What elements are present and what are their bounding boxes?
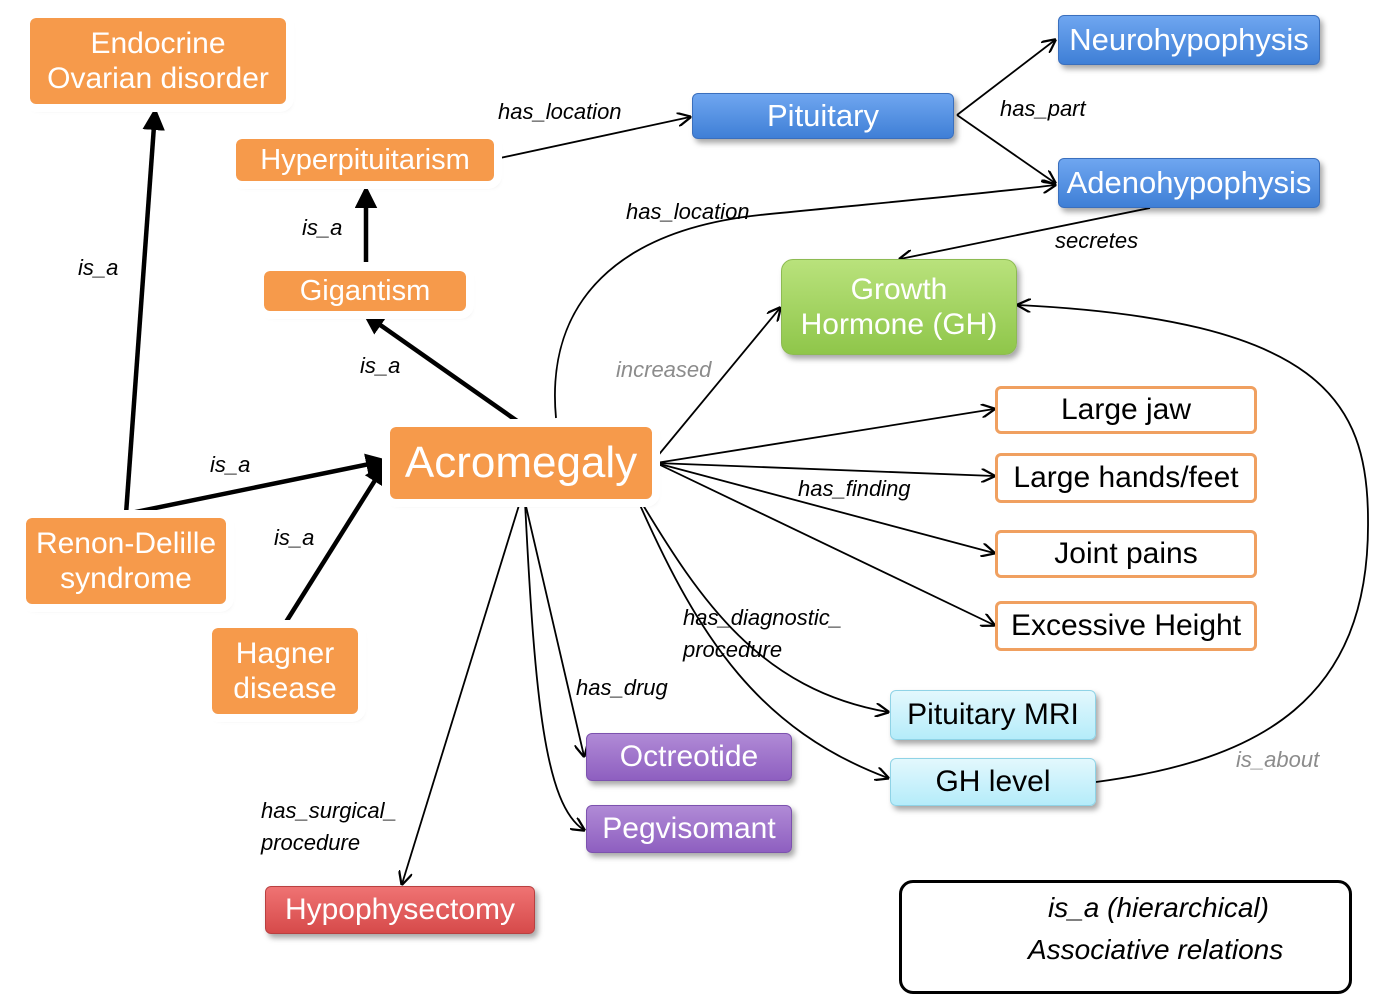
node-gh-level: GH level <box>890 758 1096 806</box>
label-has-drug: has_drug <box>576 675 668 700</box>
edge-acromegaly-surgery-hypophysectomy <box>402 501 521 884</box>
node-large-jaw: Large jaw <box>995 386 1257 434</box>
label-is-about: is_about <box>1236 747 1320 772</box>
node-octreotide: Octreotide <box>586 733 792 781</box>
edge-adenohypophysis-secretes-gh <box>900 207 1151 259</box>
node-growth-hormone: Growth Hormone (GH) <box>781 259 1017 355</box>
node-renon-delille-syndrome: Renon-Delille syndrome <box>18 510 234 612</box>
edge-hagner-isa-acromegaly <box>284 462 387 624</box>
label-is-a-hyperpituitarism: is_a <box>302 215 343 240</box>
node-large-hands-feet: Large hands/feet <box>995 453 1257 503</box>
label-has-surgical-procedure: has_surgical_ procedure <box>261 798 397 855</box>
label-has-location-adenohypophysis: has_location <box>626 199 750 224</box>
edge-renon-isa-acromegaly <box>125 453 389 517</box>
edge-pituitary-part-neurohypophysis <box>956 40 1055 116</box>
edge-acromegaly-isa-gigantism <box>362 312 522 425</box>
node-hypophysectomy: Hypophysectomy <box>265 886 535 934</box>
legend-box <box>899 880 1352 994</box>
edge-renon-isa-endocrine <box>123 107 165 515</box>
label-has-part: has_part <box>1000 96 1086 121</box>
node-excessive-height: Excessive Height <box>995 601 1257 651</box>
edge-acromegaly-location-adenohypophysis <box>554 185 1055 419</box>
label-secretes: secretes <box>1055 228 1139 253</box>
edge-acromegaly-increased-gh <box>655 308 780 459</box>
label-is-a-renon-endocrine: is_a <box>78 255 119 280</box>
edge-hyperpituitarism-location-pituitary <box>499 117 690 159</box>
node-hagner-disease: Hagner disease <box>204 620 366 722</box>
label-increased: increased <box>616 357 712 382</box>
label-has-location-pituitary: has_location <box>498 99 622 124</box>
edge-acromegaly-diagnostic-gh-level <box>639 504 888 778</box>
edge-acromegaly-diagnostic-mri <box>639 499 888 712</box>
node-endocrine-ovarian-disorder: Endocrine Ovarian disorder <box>22 10 294 112</box>
node-pegvisomant: Pegvisomant <box>586 805 792 853</box>
legend-associative-label: Associative relations <box>1028 934 1284 965</box>
edge-acromegaly-finding-jaw <box>655 409 994 464</box>
node-adenohypophysis: Adenohypophysis <box>1058 158 1320 208</box>
label-is-a-renon-acromegaly: is_a <box>210 452 251 477</box>
node-joint-pains: Joint pains <box>995 530 1257 578</box>
edge-gh-level-about-gh <box>1018 305 1369 783</box>
node-gigantism: Gigantism <box>256 263 474 319</box>
label-is-a-gigantism: is_a <box>360 353 401 378</box>
edge-acromegaly-finding-joint <box>655 462 994 553</box>
label-has-diagnostic-procedure: has_diagnostic_ procedure <box>683 605 843 662</box>
edge-pituitary-part-adenohypophysis <box>956 114 1055 183</box>
edge-acromegaly-drug-octreotide <box>524 501 584 756</box>
edge-acromegaly-drug-pegvisomant <box>524 501 584 830</box>
label-has-finding: has_finding <box>798 476 911 501</box>
node-acromegaly: Acromegaly <box>382 419 660 507</box>
node-pituitary: Pituitary <box>692 93 954 139</box>
node-neurohypophysis: Neurohypophysis <box>1058 15 1320 65</box>
edge-acromegaly-finding-hands <box>655 462 994 476</box>
node-pituitary-mri: Pituitary MRI <box>890 690 1096 740</box>
label-is-a-hagner: is_a <box>274 525 315 550</box>
legend-hierarchical-label: is_a (hierarchical) <box>1048 892 1269 923</box>
edge-acromegaly-finding-height <box>655 462 994 625</box>
node-hyperpituitarism: Hyperpituitarism <box>228 131 502 189</box>
